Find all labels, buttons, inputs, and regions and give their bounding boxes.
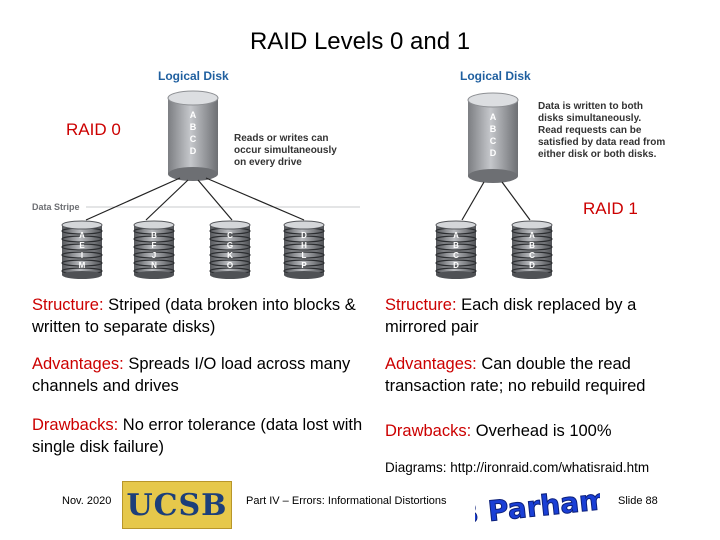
drive-letter: N <box>151 261 157 270</box>
drive-letter: G <box>227 241 233 250</box>
drive-letter: D <box>529 261 535 270</box>
drive-letter: P <box>301 261 307 270</box>
raid0-note: Reads or writes can occur simultaneously… <box>234 133 340 168</box>
raid0-logical-letter: B <box>190 122 197 132</box>
raid1-advantages-text: Can double the read transaction rate; no… <box>385 355 646 395</box>
raid1-arrows <box>461 181 531 221</box>
drive-letter: J <box>152 251 156 260</box>
raid1-structure: Structure: Each disk replaced by a mirro… <box>385 294 660 338</box>
drive-letter: C <box>453 251 459 260</box>
raid1-drawbacks-text: Overhead is 100% <box>471 422 612 440</box>
raid1-logical-letter: A <box>490 112 497 122</box>
raid0-logical-disk-caption: Logical Disk <box>158 69 229 83</box>
raid0-logical-disk: A B C D <box>167 90 219 181</box>
raid0-drawbacks-text: No error tolerance (data lost with singl… <box>32 416 363 456</box>
drive-letter: B <box>529 241 535 250</box>
diagram-credit: Diagrams: http://ironraid.com/whatisraid… <box>385 460 650 475</box>
raid-diagram: Logical Disk A B C D Reads or writes can… <box>32 69 668 279</box>
data-stripe-caption: Data Stripe <box>32 202 80 212</box>
keyword-advantages: Advantages: <box>32 355 124 373</box>
drive-letter: K <box>227 251 233 260</box>
drive-letter: B <box>151 231 157 240</box>
raid1-drawbacks: Drawbacks: Overhead is 100% <box>385 420 710 442</box>
raid0-advantages: Advantages: Spreads I/O load across many… <box>32 353 367 397</box>
slide-title: RAID Levels 0 and 1 <box>249 28 471 55</box>
drive-letter: B <box>453 241 459 250</box>
keyword-drawbacks: Drawbacks: <box>32 416 119 434</box>
drive-letter: F <box>152 241 157 250</box>
raid0-drawbacks: Drawbacks: No error tolerance (data lost… <box>32 414 367 458</box>
ucsb-logo: UCSB <box>122 481 232 529</box>
footer-date: Nov. 2020 <box>62 495 112 507</box>
keyword-structure: Structure: <box>32 296 104 314</box>
drive-letter: D <box>453 261 459 270</box>
footer-slide-number: Slide 88 <box>618 495 658 507</box>
drive-letter: E <box>79 241 85 250</box>
raid1-logical-letter: B <box>490 124 497 134</box>
drive-letter: H <box>301 241 307 250</box>
footer-center-text: Part IV – Errors: Informational Distorti… <box>246 495 447 507</box>
raid0-arrows <box>85 177 305 221</box>
keyword-structure: Structure: <box>385 296 457 314</box>
raid0-structure-text: Striped (data broken into blocks & writt… <box>32 296 356 336</box>
drive-letter: C <box>227 231 233 240</box>
drive-letter: C <box>529 251 535 260</box>
raid1-logical-letter: D <box>490 148 497 158</box>
raid1-logical-disk: A B C D <box>467 92 519 183</box>
raid1-logical-disk-caption: Logical Disk <box>460 69 531 83</box>
drive-letter: D <box>301 231 307 240</box>
drive-letter: A <box>79 231 85 240</box>
raid0-logical-letter: A <box>190 110 197 120</box>
drive-letter: M <box>79 261 86 270</box>
drive-letter: A <box>529 231 535 240</box>
raid0-logical-letter: D <box>190 146 197 156</box>
drive-letter: I <box>81 251 83 260</box>
svg-text:B Parhami: B Parhami <box>475 482 600 526</box>
raid1-logical-letter: C <box>490 136 497 146</box>
raid1-structure-text: Each disk replaced by a mirrored pair <box>385 296 637 336</box>
keyword-drawbacks: Drawbacks: <box>385 422 472 440</box>
author-logo: B Parhami <box>475 481 600 526</box>
raid0-logical-letter: C <box>190 134 197 144</box>
drive-letter: A <box>453 231 459 240</box>
raid1-note: Data is written to both disks simultaneo… <box>538 101 668 160</box>
keyword-advantages: Advantages: <box>385 355 477 373</box>
drive-letter: L <box>302 251 307 260</box>
raid1-label: RAID 1 <box>583 199 638 218</box>
raid1-advantages: Advantages: Can double the read transact… <box>385 353 710 397</box>
raid0-label: RAID 0 <box>66 120 121 139</box>
raid0-structure: Structure: Striped (data broken into blo… <box>32 294 367 338</box>
drive-letter: O <box>227 261 233 270</box>
raid0-advantages-text: Spreads I/O load across many channels an… <box>32 355 351 395</box>
